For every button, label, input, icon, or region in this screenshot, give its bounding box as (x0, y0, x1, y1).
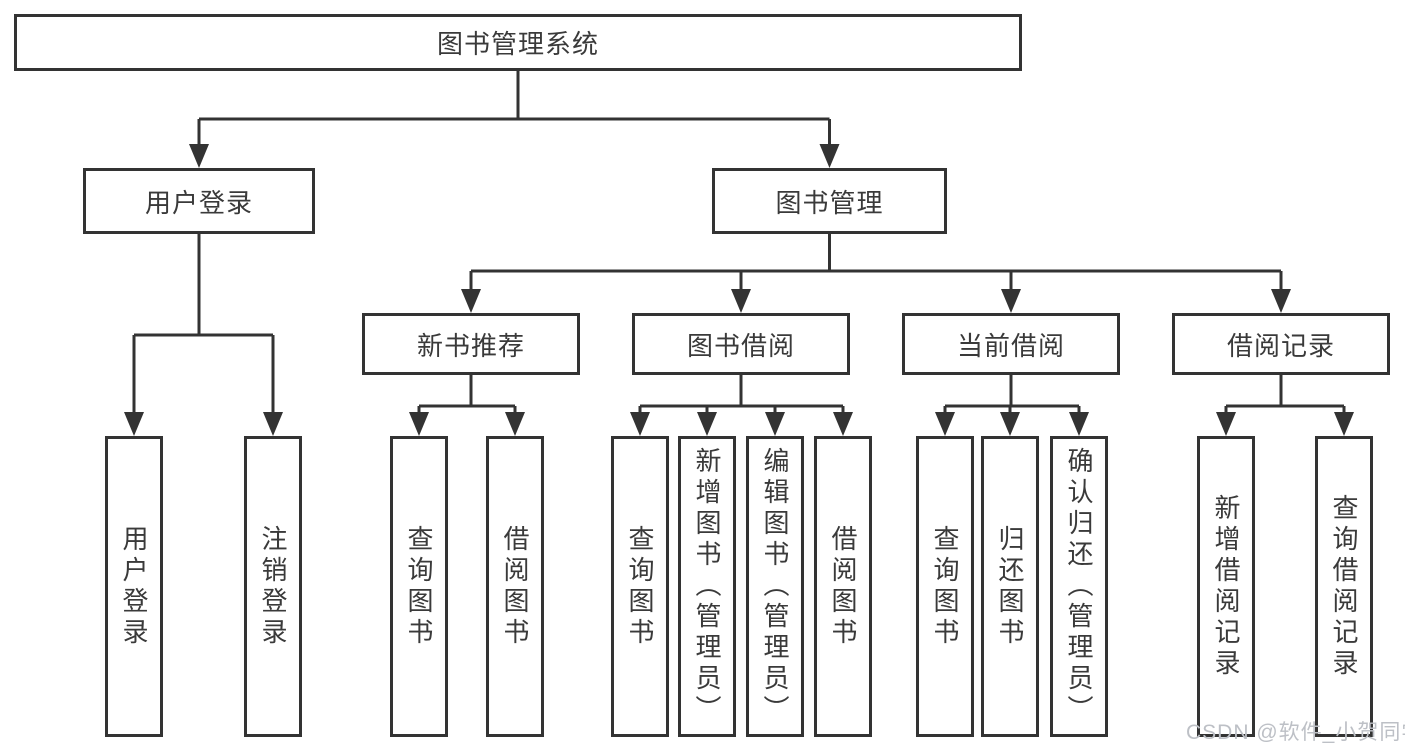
node-leaf-add-borrow-record: 新增借阅记录 (1197, 436, 1255, 737)
node-new-book-recommend: 新书推荐 (362, 313, 580, 375)
node-leaf-query-books-current: 查询图书 (916, 436, 974, 737)
node-leaf-edit-books-admin: 编辑图书（管理员） (746, 436, 804, 737)
node-borrowing-records: 借阅记录 (1172, 313, 1390, 375)
node-leaf-user-login: 用户登录 (105, 436, 163, 737)
csdn-watermark: CSDN @软件_小贺同学 (1186, 721, 1405, 744)
node-leaf-add-books-admin: 新增图书（管理员） (678, 436, 736, 737)
node-leaf-borrow-books-recommend: 借阅图书 (486, 436, 544, 737)
node-leaf-return-books: 归还图书 (981, 436, 1039, 737)
node-leaf-query-borrow-record: 查询借阅记录 (1315, 436, 1373, 737)
node-leaf-query-books-borrow: 查询图书 (611, 436, 669, 737)
node-leaf-query-books-recommend: 查询图书 (390, 436, 448, 737)
node-book-borrowing: 图书借阅 (632, 313, 850, 375)
node-leaf-borrow-books: 借阅图书 (814, 436, 872, 737)
node-leaf-logout: 注销登录 (244, 436, 302, 737)
node-user-login: 用户登录 (83, 168, 315, 234)
node-leaf-confirm-return-admin: 确认归还（管理员） (1050, 436, 1108, 737)
node-library-management-system: 图书管理系统 (14, 14, 1022, 71)
node-current-borrowing: 当前借阅 (902, 313, 1120, 375)
node-book-management: 图书管理 (712, 168, 947, 234)
